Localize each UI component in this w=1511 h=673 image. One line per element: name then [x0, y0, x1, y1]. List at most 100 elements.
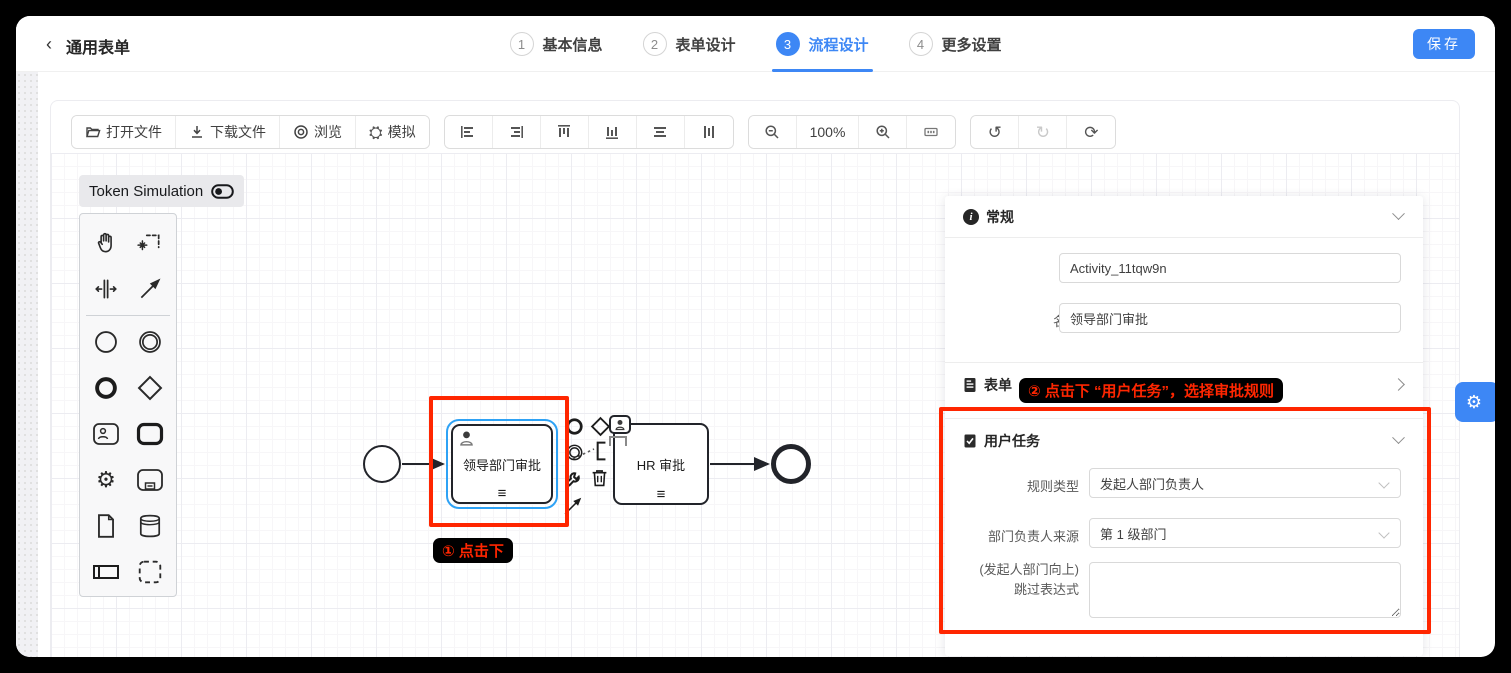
delete-element-button[interactable] — [591, 469, 608, 492]
append-text-annotation-button[interactable] — [594, 441, 608, 466]
align-top-button[interactable] — [540, 116, 589, 148]
undo-button[interactable]: ↺ — [971, 116, 1020, 148]
create-data-store[interactable] — [128, 503, 172, 549]
leader-source-label: 部门负责人来源 — [987, 529, 1079, 544]
hand-tool[interactable] — [84, 220, 128, 266]
preview-eye-icon — [294, 125, 308, 139]
intermediate-event-icon — [139, 331, 161, 353]
left-dock-strip — [16, 72, 38, 657]
section-user-task-header[interactable]: 用户任务 — [945, 418, 1423, 462]
create-data-object[interactable] — [84, 503, 128, 549]
step-label: 流程设计 — [808, 36, 869, 54]
align-left-button[interactable] — [444, 116, 493, 148]
section-form-header[interactable]: 表单 — [945, 362, 1423, 406]
simulate-button[interactable]: ⛭ 模拟 — [356, 116, 429, 148]
simulate-label: 模拟 — [387, 124, 416, 140]
section-title: 用户任务 — [984, 432, 1040, 449]
end-event-icon — [95, 377, 117, 399]
create-user-task[interactable] — [84, 411, 128, 457]
open-file-button[interactable]: 打开文件 — [72, 116, 176, 148]
user-task-badge — [609, 415, 631, 434]
create-service-task[interactable]: ⚙ — [84, 457, 128, 503]
preview-label: 浏览 — [314, 124, 342, 140]
align-bottom-button[interactable] — [588, 116, 637, 148]
section-general-header[interactable]: i 常规 — [945, 196, 1423, 238]
space-tool[interactable] — [84, 266, 128, 312]
subprocess-icon — [137, 469, 163, 491]
leader-source-select[interactable]: 第 1 级部门 — [1089, 518, 1401, 548]
preview-button[interactable]: 浏览 — [280, 116, 356, 148]
download-file-button[interactable]: 下载文件 — [176, 116, 280, 148]
task-hr-approval[interactable]: HR 审批 ≡ — [609, 415, 709, 505]
align-right-icon — [511, 126, 524, 138]
token-simulation-label: Token Simulation — [89, 182, 204, 200]
id-input[interactable] — [1059, 253, 1401, 283]
global-connect-tool[interactable] — [128, 266, 172, 312]
append-end-event-icon — [566, 418, 583, 435]
panel-settings-fab[interactable]: ⚙ — [1455, 382, 1495, 422]
create-task[interactable] — [128, 411, 172, 457]
create-end-event[interactable] — [84, 365, 128, 411]
create-subprocess[interactable] — [128, 457, 172, 503]
step-number: 4 — [908, 32, 933, 56]
start-event-shape[interactable] — [363, 445, 401, 483]
page-title: 通用表单 — [66, 40, 131, 57]
designer-toolbar: 打开文件 下载文件 浏览 ⛭ 模拟 — [71, 115, 1117, 149]
bpmn-palette: ⚙ — [79, 213, 177, 597]
zoom-in-button[interactable] — [859, 116, 908, 148]
token-simulation-toggle[interactable]: Token Simulation — [79, 175, 245, 207]
participant-pool-icon — [93, 565, 119, 579]
text-annotation-icon — [596, 441, 606, 461]
reset-icon: ⟳ — [1084, 122, 1099, 142]
create-intermediate-event[interactable] — [128, 319, 172, 365]
skip-expression-textarea[interactable] — [1089, 562, 1401, 618]
append-gateway-button[interactable] — [590, 416, 611, 442]
name-input[interactable] — [1059, 303, 1401, 333]
form-icon — [964, 377, 976, 392]
create-group[interactable] — [128, 549, 172, 595]
lasso-tool[interactable] — [128, 220, 172, 266]
align-right-button[interactable] — [492, 116, 541, 148]
user-task-icon — [93, 423, 119, 445]
redo-button[interactable]: ↻ — [1019, 116, 1068, 148]
align-top-icon — [558, 125, 571, 137]
create-gateway[interactable] — [128, 365, 172, 411]
connect-tool-icon — [140, 278, 161, 299]
chevron-down-icon — [1392, 207, 1405, 221]
annotation-dotted-line — [572, 448, 595, 460]
back-button[interactable]: ‹ — [46, 34, 52, 54]
app-window: ‹ 通用表单 1 基本信息 2 表单设计 3 流程设计 4 更多设置 保存 — [16, 16, 1495, 657]
align-center-vertical-button[interactable] — [684, 116, 733, 148]
end-event-shape[interactable] — [771, 444, 811, 484]
step-more-settings[interactable]: 4 更多设置 — [908, 32, 1002, 56]
rule-type-select[interactable]: 发起人部门负责人 — [1089, 468, 1401, 498]
create-participant[interactable] — [84, 549, 128, 595]
gear-icon: ⚙ — [1465, 391, 1483, 412]
section-title: 常规 — [986, 208, 1014, 225]
selected-task-leader-approval[interactable]: 领导部门审批 ≡ — [446, 419, 558, 509]
redo-icon: ↻ — [1035, 122, 1051, 142]
step-process-design[interactable]: 3 流程设计 — [771, 32, 873, 72]
user-task-person-icon — [460, 431, 473, 446]
sequence-flows-layer — [402, 448, 770, 471]
zoom-out-button[interactable] — [748, 116, 797, 148]
zoom-level[interactable]: 100% — [796, 116, 860, 148]
fit-viewport-button[interactable] — [907, 116, 956, 148]
align-center-vertical-icon — [703, 126, 714, 138]
wrench-icon — [565, 472, 580, 487]
connect-from-element-button[interactable] — [563, 497, 582, 521]
step-form-design[interactable]: 2 表单设计 — [642, 32, 736, 56]
leader-source-value: 第 1 级部门 — [1100, 526, 1167, 542]
step-basic-info[interactable]: 1 基本信息 — [509, 32, 602, 56]
simulate-gear-icon: ⛭ — [369, 122, 383, 142]
reset-button[interactable]: ⟳ — [1067, 116, 1116, 148]
align-center-horizontal-button[interactable] — [636, 116, 685, 148]
space-tool-icon — [95, 279, 117, 299]
service-task-gear-icon: ⚙ — [96, 467, 116, 492]
append-intermediate-event-button[interactable] — [565, 443, 584, 467]
append-end-event-button[interactable] — [565, 417, 584, 441]
change-element-button[interactable] — [564, 471, 581, 493]
save-button[interactable]: 保存 — [1413, 29, 1475, 59]
create-start-event[interactable] — [84, 319, 128, 365]
bpmn-canvas[interactable]: Token Simulation — [51, 153, 1459, 657]
